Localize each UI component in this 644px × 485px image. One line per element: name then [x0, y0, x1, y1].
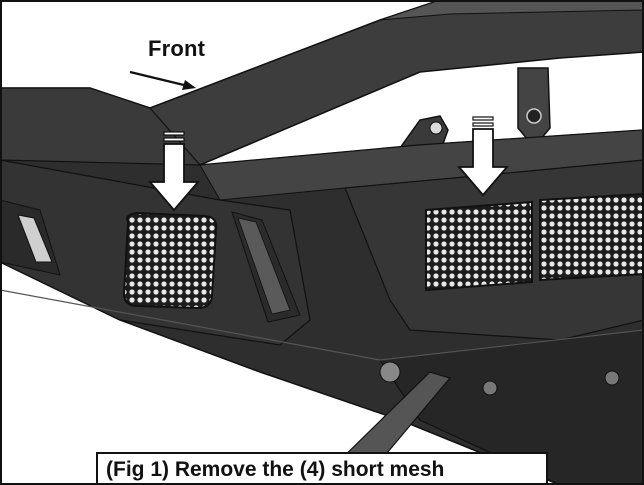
bumper-body — [0, 87, 644, 485]
mesh-panel-center — [425, 200, 533, 292]
front-direction-arrow-icon — [129, 70, 196, 90]
figure-caption: (Fig 1) Remove the (4) short mesh — [96, 452, 548, 485]
down-arrow-icon — [457, 116, 509, 197]
top-tube — [149, 0, 644, 166]
down-arrow-icon — [148, 131, 200, 212]
mesh-panel-right — [539, 192, 644, 282]
mesh-panel-left — [122, 211, 218, 310]
front-direction-label: Front — [148, 36, 206, 61]
